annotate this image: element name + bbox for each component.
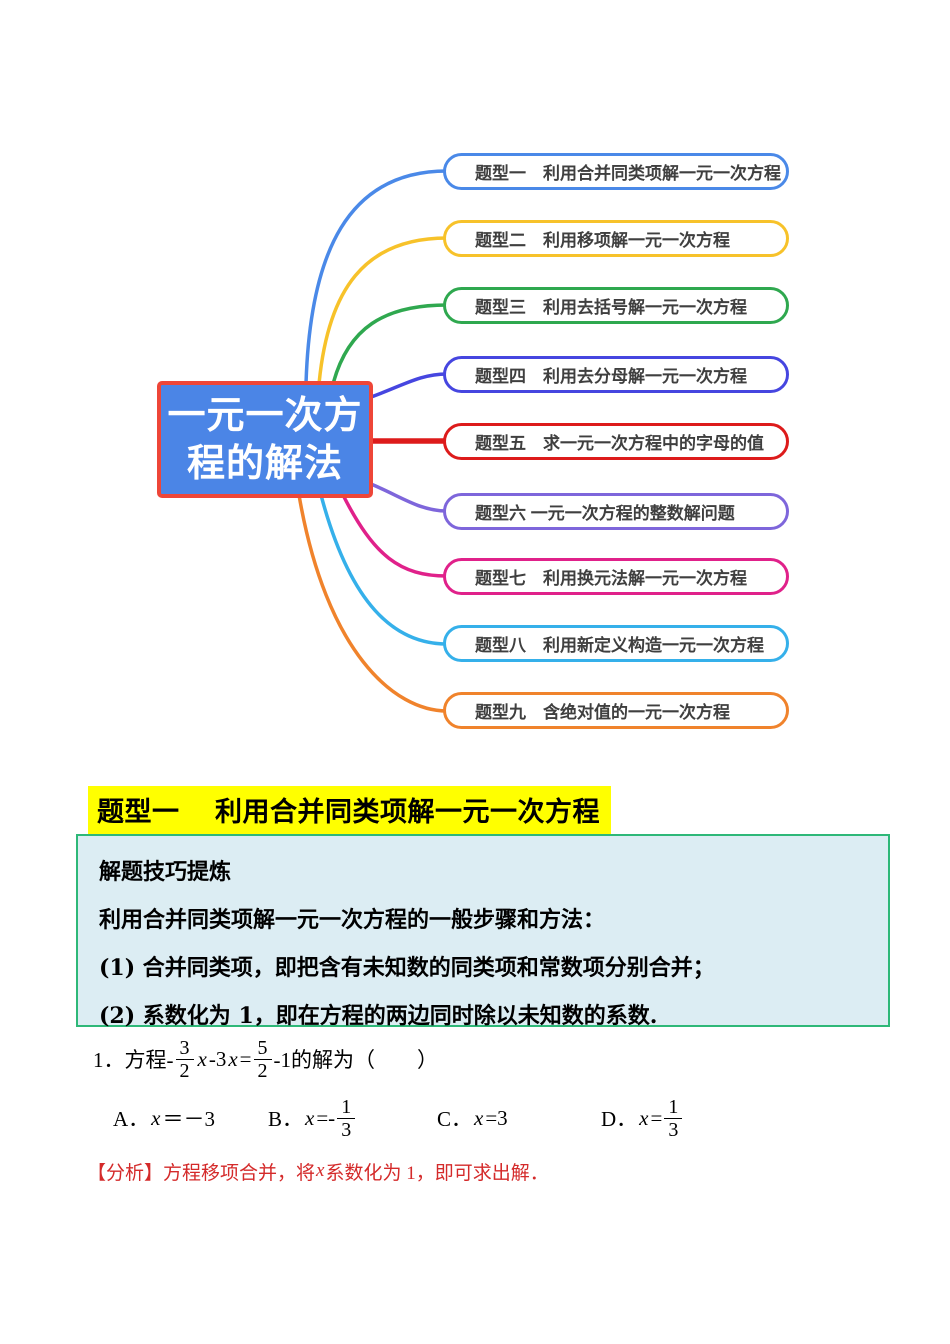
fraction-3-2: 3 2: [175, 1037, 194, 1082]
analysis-text-2: 系数化为 1，即可求出解．: [325, 1162, 549, 1184]
variable-x: x: [639, 1105, 649, 1130]
question-1: 1．方程- 3 2 x -3 x = 5 2 -1的解为（ ）: [93, 1036, 438, 1082]
variable-x: x: [228, 1046, 238, 1071]
mindmap-diagram: 一元一次方 程的解法 题型一 利用合并同类项解一元一次方程 题型二 利用移项解一…: [157, 153, 789, 729]
option-c: C． x =3: [437, 1092, 508, 1144]
fraction-1-3: 1 3: [664, 1096, 683, 1141]
branch-box-4: 题型四 利用去分母解一元一次方程: [443, 356, 789, 393]
analysis-text-1: 方程移项合并，将: [163, 1162, 316, 1184]
question-text-1: 1．方程-: [93, 1048, 174, 1072]
tips-line-1: 利用合并同类项解一元一次方程的一般步骤和方法：: [99, 907, 606, 933]
branch-label-4: 题型四 利用去分母解一元一次方程: [475, 367, 747, 386]
option-value: ＝－3: [162, 1107, 216, 1131]
variable-x: x: [197, 1046, 207, 1071]
option-value: =-: [316, 1105, 336, 1130]
fraction-denominator: 2: [257, 1059, 268, 1082]
fraction-denominator: 2: [179, 1059, 190, 1082]
tips-box: 解题技巧提炼 利用合并同类项解一元一次方程的一般步骤和方法： (1) 合并同类项…: [76, 834, 890, 1029]
branch-label-6: 题型六 一元一次方程的整数解问题: [475, 504, 735, 523]
branch-curve-1: [304, 169, 449, 386]
analysis-tag: 【分析】: [87, 1162, 164, 1184]
branch-curve-2: [317, 236, 449, 386]
mindmap-connectors: [297, 169, 450, 713]
branch-label-5: 题型五 求一元一次方程中的字母的值: [475, 434, 764, 453]
fraction-1-3: 1 3: [337, 1096, 356, 1141]
option-letter: D．: [601, 1107, 638, 1131]
branch-label-2: 题型二 利用移项解一元一次方程: [475, 231, 730, 250]
tips-line-2: (1) 合并同类项，即把含有未知数的同类项和常数项分别合并；: [99, 955, 715, 981]
option-a: A． x ＝－3: [113, 1092, 215, 1144]
branch-curve-6: [369, 482, 449, 513]
fraction-denominator: 3: [341, 1118, 352, 1141]
branch-box-8: 题型八 利用新定义构造一元一次方程: [443, 625, 789, 662]
branch-curve-9: [297, 493, 449, 713]
branch-curve-7: [341, 493, 449, 578]
fraction-numerator: 1: [664, 1096, 683, 1119]
branch-label-1: 题型一 利用合并同类项解一元一次方程: [475, 164, 781, 183]
branch-box-1: 题型一 利用合并同类项解一元一次方程: [443, 153, 789, 190]
question-text-3: -1的解为（ ）: [273, 1048, 439, 1072]
branch-box-6: 题型六 一元一次方程的整数解问题: [443, 493, 789, 530]
center-node-line1: 一元一次方: [167, 394, 363, 437]
branch-label-7: 题型七 利用换元法解一元一次方程: [475, 569, 747, 588]
option-letter: B．: [268, 1107, 304, 1131]
branch-box-9: 题型九 含绝对值的一元一次方程: [443, 692, 789, 729]
variable-x: x: [316, 1160, 325, 1181]
branch-box-5: 题型五 求一元一次方程中的字母的值: [443, 423, 789, 460]
fraction-numerator: 1: [337, 1096, 356, 1119]
branch-label-9: 题型九 含绝对值的一元一次方程: [475, 703, 730, 722]
option-value: =3: [485, 1105, 508, 1130]
fraction-numerator: 3: [175, 1037, 194, 1060]
branch-curve-4: [369, 372, 449, 399]
branch-label-3: 题型三 利用去括号解一元一次方程: [475, 298, 747, 317]
branch-box-3: 题型三 利用去括号解一元一次方程: [443, 287, 789, 324]
center-node-line2: 程的解法: [186, 442, 343, 485]
tips-line-3: (2) 系数化为 1，即在方程的两边同时除以未知数的系数.: [99, 1003, 658, 1029]
options-row: A． x ＝－3 B． x =- 1 3 C． x =3 D． x = 1 3: [0, 1092, 950, 1144]
fraction-5-2: 5 2: [253, 1037, 272, 1082]
option-b: B． x =- 1 3: [268, 1092, 357, 1144]
option-value: =: [650, 1105, 663, 1130]
mindmap-center-node: 一元一次方 程的解法: [157, 381, 373, 498]
section-heading: 题型一 利用合并同类项解一元一次方程: [88, 786, 612, 834]
branch-box-2: 题型二 利用移项解一元一次方程: [443, 220, 789, 257]
question-text-2: -3: [208, 1046, 227, 1071]
branch-box-7: 题型七 利用换元法解一元一次方程: [443, 558, 789, 595]
variable-x: x: [151, 1105, 161, 1130]
fraction-numerator: 5: [253, 1037, 272, 1060]
branch-curve-8: [319, 493, 449, 646]
variable-x: x: [474, 1105, 484, 1130]
branch-curve-3: [331, 303, 449, 386]
option-d: D． x = 1 3: [601, 1092, 684, 1144]
option-letter: A．: [113, 1107, 150, 1131]
tips-title: 解题技巧提炼: [99, 859, 232, 885]
fraction-denominator: 3: [668, 1118, 679, 1141]
question-equals: =: [239, 1046, 252, 1071]
variable-x: x: [305, 1105, 315, 1130]
branch-label-8: 题型八 利用新定义构造一元一次方程: [475, 636, 764, 655]
analysis-line: 【分析】 方程移项合并，将 x 系数化为 1，即可求出解．: [87, 1156, 549, 1186]
option-letter: C．: [437, 1107, 473, 1131]
